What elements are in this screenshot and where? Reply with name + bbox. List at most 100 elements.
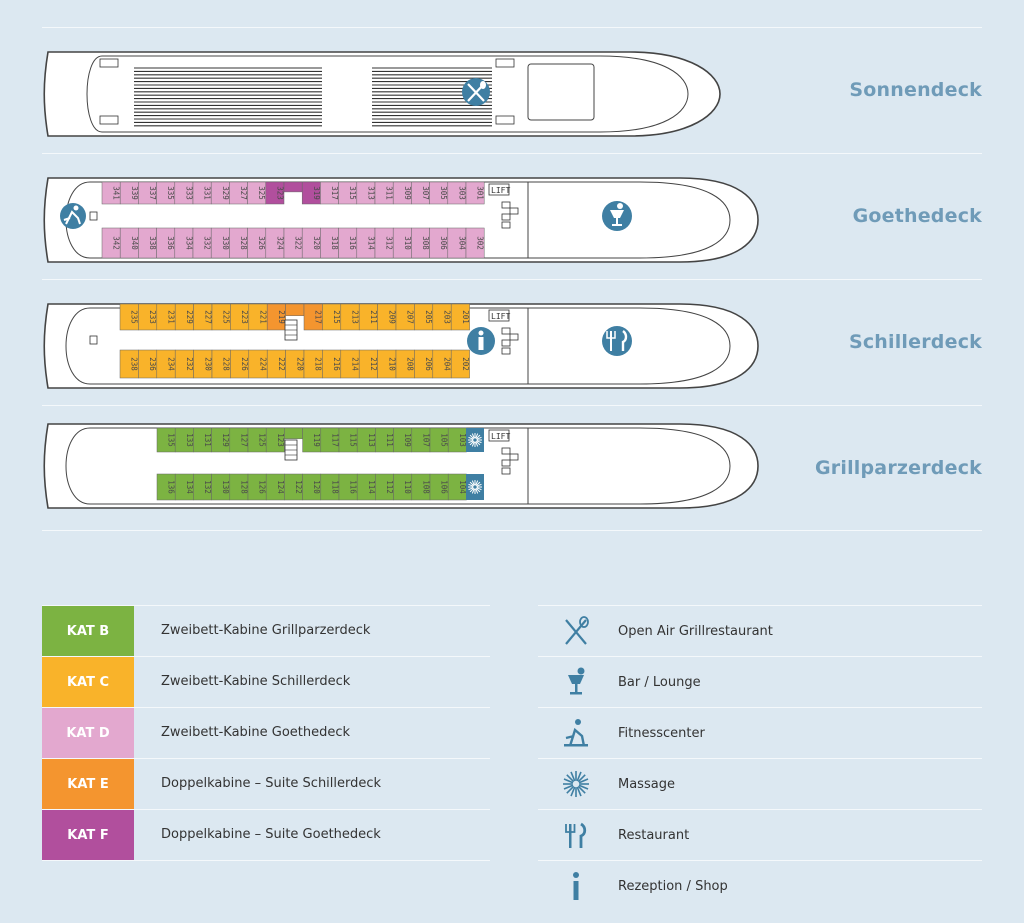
cabin: 319 (301, 181, 321, 205)
cabin-number: 231 (167, 310, 176, 324)
cabin: 332 (192, 227, 212, 259)
cabin-number: 128 (239, 480, 248, 494)
massage-icon (563, 771, 589, 797)
cabin-number: 238 (130, 357, 139, 371)
cabin-number: 325 (257, 186, 266, 200)
bar-icon (568, 667, 585, 695)
cabin-number: 224 (259, 357, 268, 371)
legend-row-massage: Massage (538, 759, 982, 810)
cabin: 325 (247, 181, 266, 205)
cabin-number: 342 (112, 236, 121, 250)
category-description: Doppelkabine – Suite Schillerdeck (161, 776, 382, 791)
cabin: 309 (392, 181, 412, 205)
cabin-number: 109 (403, 433, 412, 447)
symbol-label: Rezeption / Shop (618, 879, 728, 894)
cabin: 208 (395, 349, 415, 379)
cabin: 136 (156, 473, 176, 501)
cabin-number: 221 (259, 310, 268, 324)
cabin: 210 (377, 349, 396, 379)
cabin-number: 331 (203, 186, 212, 200)
cabin: 305 (429, 181, 448, 205)
cabin: 228 (211, 349, 231, 379)
cabin-number: 302 (476, 236, 485, 250)
cabin: 220 (285, 349, 304, 379)
cabin: 114 (356, 473, 376, 501)
cabin-number: 339 (130, 186, 139, 200)
cabin (283, 181, 303, 193)
cabin-number: 117 (330, 433, 339, 447)
cabin-number: 316 (348, 236, 357, 250)
cabin-number: 305 (439, 186, 448, 200)
cabin: 118 (320, 473, 339, 501)
cabin-number: 205 (424, 310, 433, 324)
cabin-number: 336 (166, 236, 175, 250)
cabin-number: 329 (221, 186, 230, 200)
cabin: 316 (338, 227, 357, 259)
cabin-number: 130 (221, 480, 230, 494)
legend-row-reception: Rezeption / Shop (538, 861, 982, 911)
fitness-icon (60, 203, 86, 229)
cabin: 218 (303, 349, 323, 379)
divider (42, 405, 982, 406)
cabin: 216 (322, 349, 341, 379)
legend-row-kat-f: KAT F Doppelkabine – Suite Goethedeck (42, 810, 490, 861)
cabin-number: 104 (458, 480, 467, 494)
cabin: 308 (411, 227, 430, 259)
lift-label: LIFT (491, 432, 510, 441)
cabin: 113 (356, 427, 376, 453)
cabin-number: 213 (351, 310, 360, 324)
legend-row-kat-c: KAT C Zweibett-Kabine Schillerdeck (42, 657, 490, 708)
symbol-legend: Open Air Grillrestaurant Bar / Lounge Fi… (538, 605, 982, 911)
cabin: 211 (358, 303, 378, 331)
cabin: 302 (465, 227, 485, 259)
cabin: 322 (283, 227, 303, 259)
cabin-number: 223 (240, 310, 249, 324)
cabin: 315 (338, 181, 357, 205)
cabin-number: 337 (148, 186, 157, 200)
cabin: 329 (210, 181, 230, 205)
cabin-number: 328 (239, 236, 248, 250)
cabin: 124 (265, 473, 285, 501)
cabin: 314 (356, 227, 375, 259)
cabin-number: 324 (275, 236, 284, 250)
stairs-icon (284, 439, 298, 461)
cabin-number: 123 (276, 433, 285, 447)
cabin-number: 309 (403, 186, 412, 200)
stairs-icon (501, 201, 519, 229)
cabin-number: 227 (203, 310, 212, 324)
cabin: 117 (320, 427, 339, 453)
cabin-number: 332 (203, 236, 212, 250)
cabin: 333 (174, 181, 193, 205)
cabin: 119 (302, 427, 321, 453)
cabin-number: 335 (166, 186, 175, 200)
cabin: 204 (432, 349, 452, 379)
cabin-number: 326 (257, 236, 266, 250)
category-legend: KAT B Zweibett-Kabine Grillparzerdeck KA… (42, 605, 490, 861)
cabin: 128 (229, 473, 248, 501)
massage-icon (466, 474, 484, 500)
cabin: 123 (265, 427, 285, 453)
info-icon (573, 872, 579, 900)
cabin-number: 209 (387, 310, 396, 324)
cabin-number: 312 (385, 236, 394, 250)
cabin: 235 (119, 303, 139, 331)
cabin-number: 113 (367, 433, 376, 447)
cabin-number: 235 (130, 310, 139, 324)
cabin: 120 (302, 473, 321, 501)
cabin-number: 310 (403, 236, 412, 250)
cabin-number: 206 (424, 357, 433, 371)
lift-label: LIFT (491, 312, 510, 321)
cabin-number: 114 (367, 480, 376, 494)
category-description: Zweibett-Kabine Goethedeck (161, 725, 351, 740)
cabin-number: 211 (369, 310, 378, 324)
cabin-number: 208 (406, 357, 415, 371)
deck-label-goethedeck: Goethedeck (852, 205, 982, 227)
cabin: 122 (284, 473, 303, 501)
cabin: 226 (230, 349, 249, 379)
cabin-number: 110 (403, 480, 412, 494)
